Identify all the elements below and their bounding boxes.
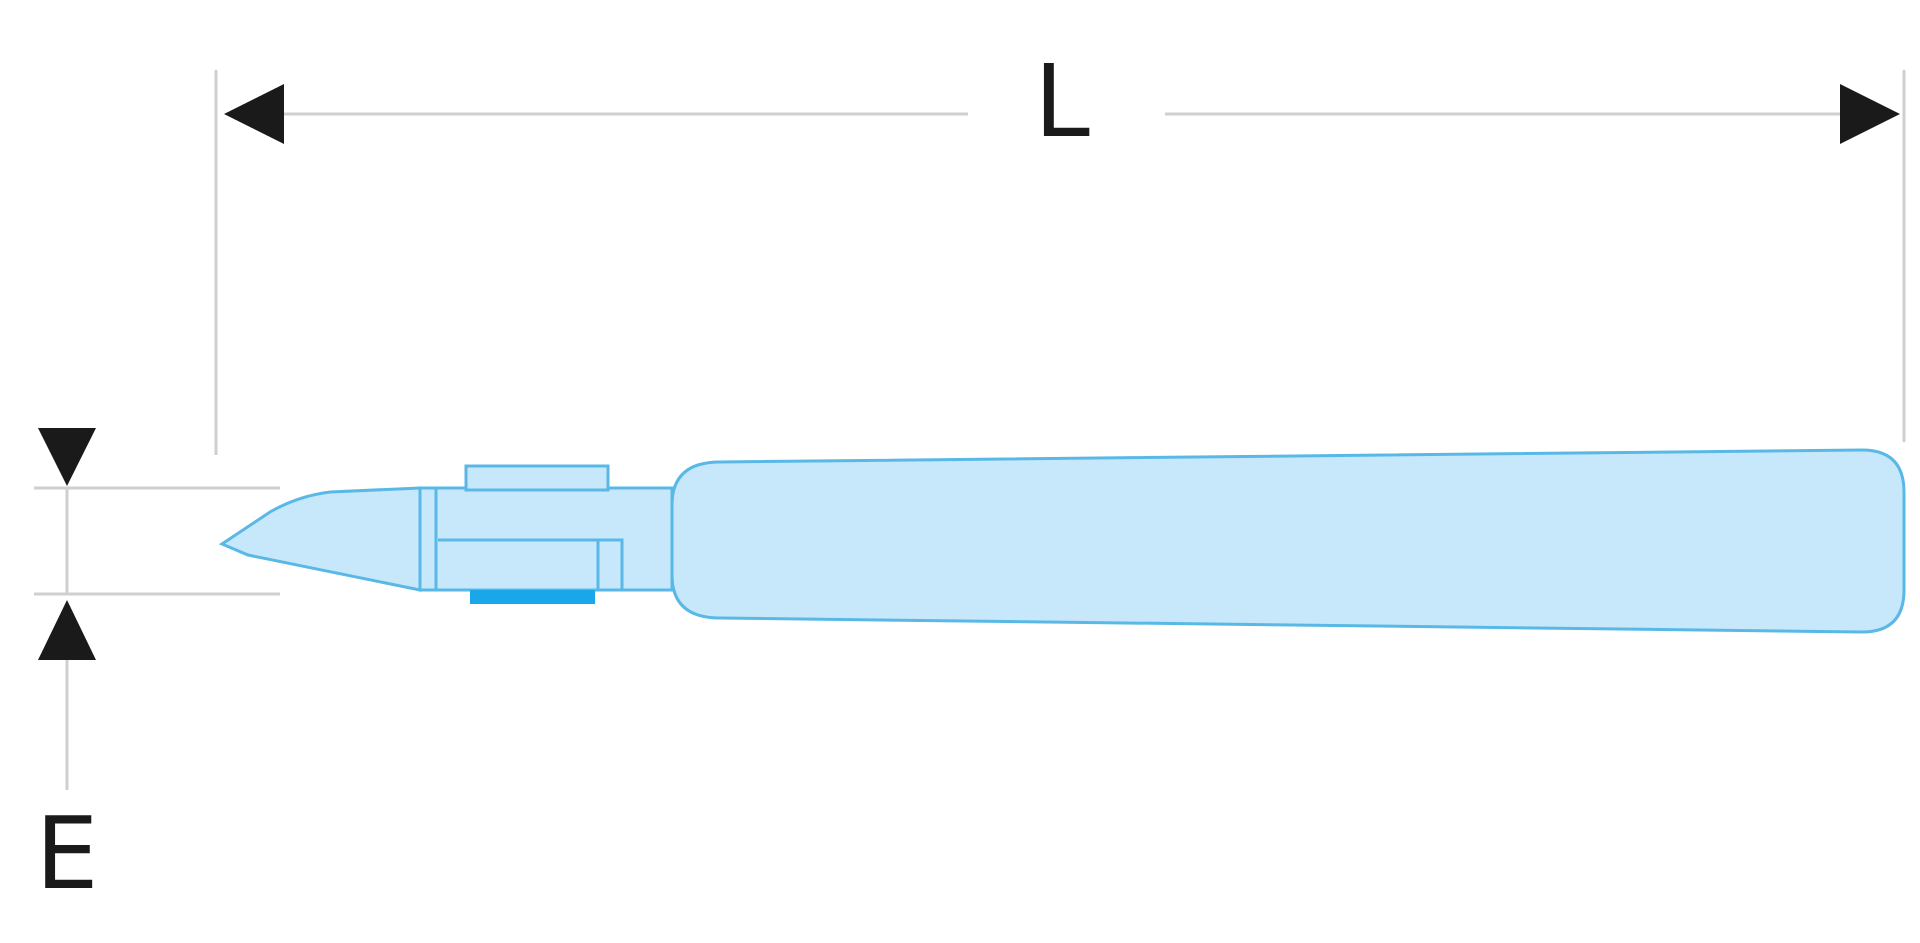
- length-arrow-left: [224, 84, 284, 144]
- pliers-tool: [218, 448, 1906, 634]
- pliers-handle: [670, 448, 1906, 634]
- thickness-arrow-top: [38, 428, 96, 486]
- thickness-label: E: [35, 795, 98, 912]
- pliers-tip: [218, 486, 422, 592]
- pliers-joint-detail: [434, 488, 624, 590]
- length-arrow-right: [1840, 84, 1900, 144]
- thickness-arrow-bottom: [38, 600, 96, 660]
- length-label: L: [1034, 43, 1090, 160]
- pliers-top-boss: [464, 464, 610, 492]
- pliers-cutting-edge-accent: [470, 590, 595, 604]
